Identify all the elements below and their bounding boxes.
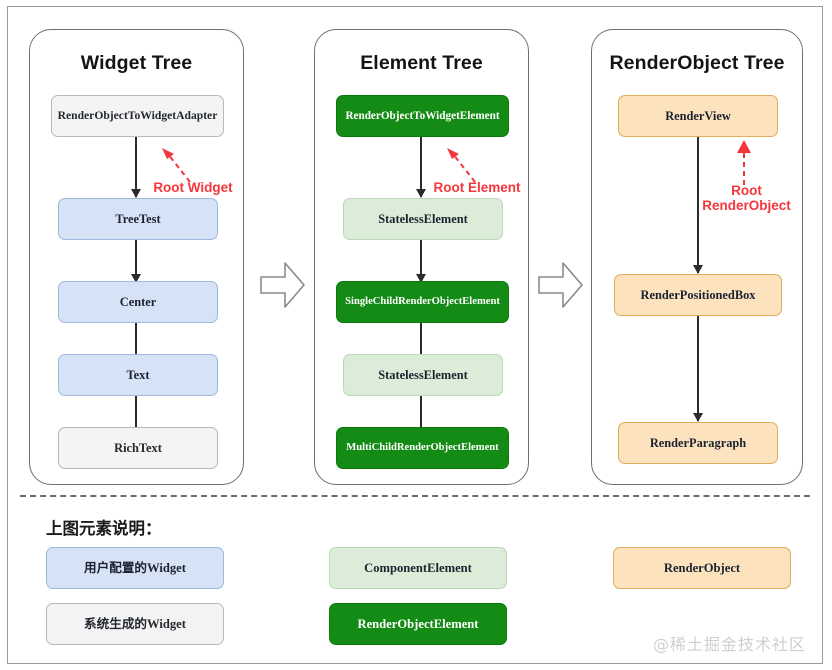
renderobject-connector-2: [697, 316, 699, 421]
element-node-stateless-element-1[interactable]: StatelessElement: [343, 198, 503, 240]
legend-item-user-widget[interactable]: 用户配置的Widget: [46, 547, 224, 589]
renderobject-connector-1: [697, 137, 699, 273]
element-node-single-child-render-object-element[interactable]: SingleChildRenderObjectElement: [336, 281, 509, 323]
root-renderobject-pointer-icon: [737, 140, 751, 185]
element-node-render-object-to-widget-element[interactable]: RenderObjectToWidgetElement: [336, 95, 509, 137]
element-tree-title: Element Tree: [360, 52, 483, 74]
root-widget-annotation: Root Widget: [153, 180, 233, 195]
root-element-annotation: Root Element: [433, 180, 521, 195]
widget-node-render-object-to-widget-adapter[interactable]: RenderObjectToWidgetAdapter: [51, 95, 224, 137]
element-connector-1: [420, 137, 422, 197]
element-node-stateless-element-2[interactable]: StatelessElement: [343, 354, 503, 396]
legend-item-component-element[interactable]: ComponentElement: [329, 547, 507, 589]
widget-tree-title: Widget Tree: [80, 52, 193, 74]
widget-tree-panel: Widget Tree RenderObjectToWidgetAdapter …: [29, 29, 244, 485]
legend-title: 上图元素说明：: [46, 520, 162, 538]
root-renderobject-annotation: Root RenderObject: [702, 183, 791, 214]
widget-connector-2: [135, 240, 137, 282]
legend-section: 上图元素说明： 用户配置的Widget 系统生成的Widget Componen…: [8, 499, 824, 665]
watermark: @稀土掘金技术社区: [652, 635, 806, 654]
transform-arrow-element-to-renderobject-icon: [538, 262, 583, 308]
renderobject-tree-panel: RenderObject Tree RenderView RenderPosit…: [591, 29, 803, 485]
widget-node-text[interactable]: Text: [58, 354, 218, 396]
widget-node-richtext[interactable]: RichText: [58, 427, 218, 469]
legend-item-render-object-element[interactable]: RenderObjectElement: [329, 603, 507, 645]
legend-divider: [20, 495, 810, 497]
widget-node-treetest[interactable]: TreeTest: [58, 198, 218, 240]
transform-arrow-widget-to-element-icon: [260, 262, 305, 308]
element-node-multi-child-render-object-element[interactable]: MultiChildRenderObjectElement: [336, 427, 509, 469]
element-connector-3: [420, 323, 422, 365]
widget-connector-3: [135, 323, 137, 365]
widget-connector-4: [135, 396, 137, 438]
element-connector-2: [420, 240, 422, 282]
root-element-pointer-icon: [447, 148, 476, 183]
root-widget-pointer-icon: [162, 148, 191, 183]
renderobject-node-renderparagraph[interactable]: RenderParagraph: [618, 422, 778, 464]
legend-item-render-object[interactable]: RenderObject: [613, 547, 791, 589]
renderobject-node-renderpositionedbox[interactable]: RenderPositionedBox: [614, 274, 782, 316]
legend-item-system-widget[interactable]: 系统生成的Widget: [46, 603, 224, 645]
renderobject-tree-title: RenderObject Tree: [609, 52, 785, 74]
tree-comparison-area: Widget Tree RenderObjectToWidgetAdapter …: [8, 7, 824, 489]
element-tree-panel: Element Tree RenderObjectToWidgetElement…: [314, 29, 529, 485]
widget-node-center[interactable]: Center: [58, 281, 218, 323]
renderobject-node-renderview[interactable]: RenderView: [618, 95, 778, 137]
widget-connector-1: [135, 137, 137, 197]
diagram-frame: Widget Tree RenderObjectToWidgetAdapter …: [7, 6, 823, 664]
element-connector-4: [420, 396, 422, 438]
